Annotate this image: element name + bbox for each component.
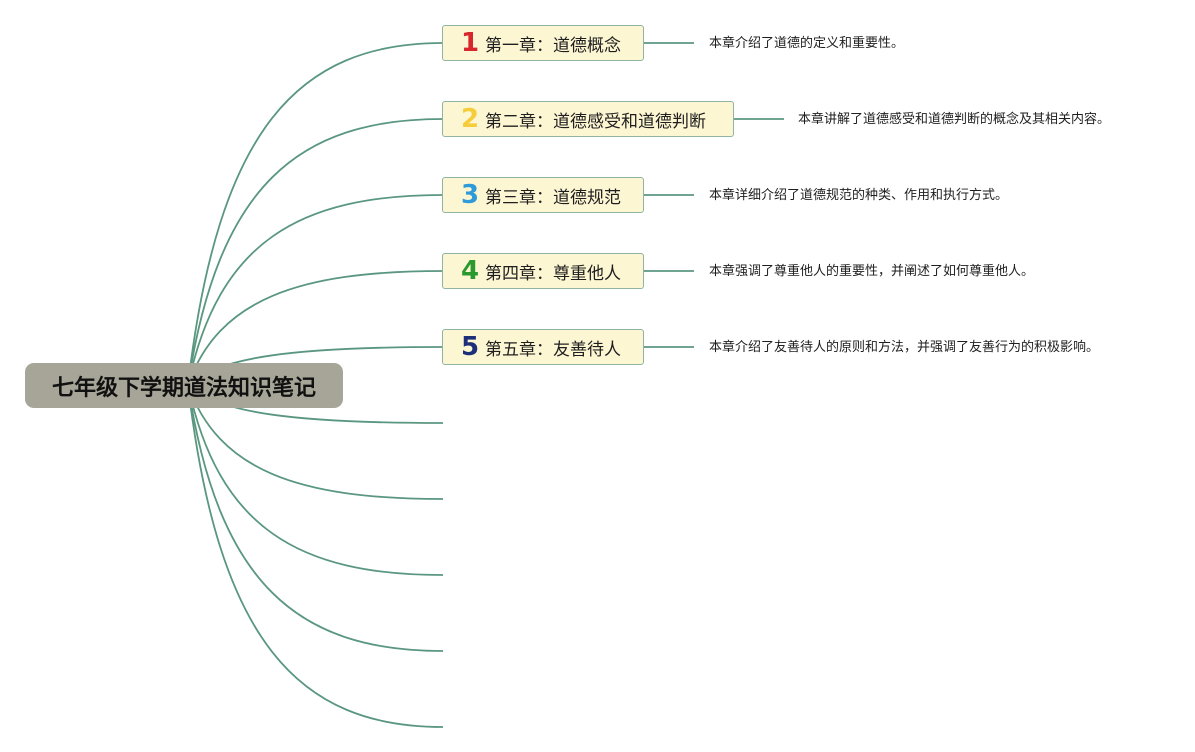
branch-line-chapter-3 (187, 194, 444, 386)
chapter-2-title: 第二章：道德感受和道德判断 (485, 111, 706, 132)
chapter-4-note[interactable]: 本章强调了尊重他人的重要性，并阐述了如何尊重他人。 (709, 264, 1035, 279)
branch-line-chapter-1 (187, 42, 444, 386)
branch-line-empty-2 (187, 384, 444, 500)
chapter-2-topic[interactable]: 2 第二章：道德感受和道德判断 (442, 101, 734, 137)
chapter-3-title: 第三章：道德规范 (485, 187, 621, 208)
chapter-2-note[interactable]: 本章讲解了道德感受和道德判断的概念及其相关内容。 (798, 112, 1111, 127)
branch-line-chapter-2 (187, 118, 444, 386)
chapter-3-topic[interactable]: 3 第三章：道德规范 (442, 177, 644, 213)
branch-line-empty-3 (187, 384, 444, 576)
chapter-5-topic[interactable]: 5 第五章：友善待人 (442, 329, 644, 365)
chapter-4-topic[interactable]: 4 第四章：尊重他人 (442, 253, 644, 289)
branch-line-chapter-4 (187, 270, 444, 386)
chapter-1-number-icon: 1 (460, 28, 480, 58)
chapter-1-note[interactable]: 本章介绍了道德的定义和重要性。 (709, 36, 905, 51)
central-topic[interactable]: 七年级下学期道法知识笔记 (25, 363, 343, 408)
chapter-4-title: 第四章：尊重他人 (485, 263, 621, 284)
chapter-4-number-icon: 4 (460, 256, 480, 286)
chapter-2-number-icon: 2 (460, 104, 480, 134)
chapter-3-note[interactable]: 本章详细介绍了道德规范的种类、作用和执行方式。 (709, 188, 1009, 203)
chapter-1-topic[interactable]: 1 第一章：道德概念 (442, 25, 644, 61)
chapter-5-number-icon: 5 (460, 332, 480, 362)
chapter-5-title: 第五章：友善待人 (485, 339, 621, 360)
chapter-5-note[interactable]: 本章介绍了友善待人的原则和方法，并强调了友善行为的积极影响。 (709, 340, 1100, 355)
chapter-1-title: 第一章：道德概念 (485, 35, 621, 56)
branch-line-empty-4 (187, 384, 444, 652)
chapter-3-number-icon: 3 (460, 180, 480, 210)
central-topic-label: 七年级下学期道法知识笔记 (51, 375, 316, 401)
branch-line-empty-5 (187, 384, 444, 728)
